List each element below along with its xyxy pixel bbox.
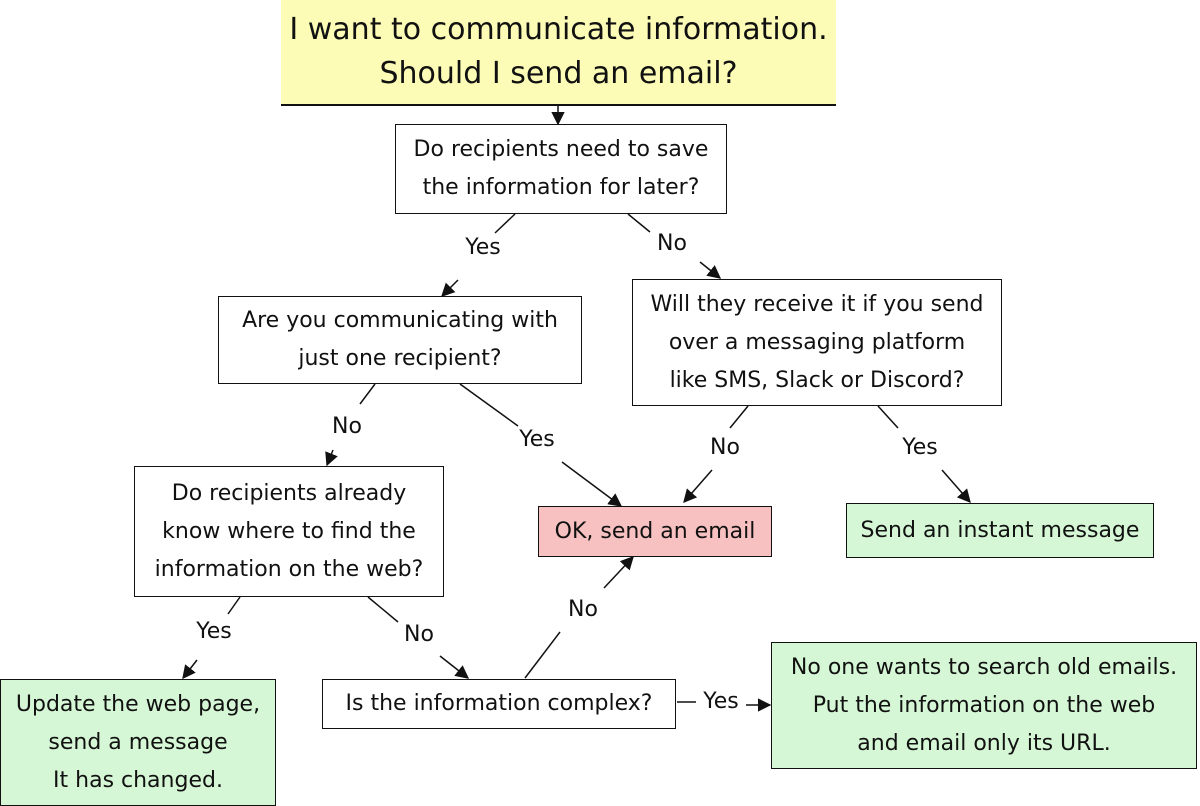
node-send-email: OK, send an email [538,506,772,557]
node-complex: Is the information complex? [322,679,676,729]
node-line: Is the information complex? [345,691,653,716]
edge-label-save-yes: Yes [465,235,501,260]
node-line: know where to find the [162,518,416,544]
edge-one-no-arrow [325,449,338,467]
edge-label-msg-no: No [710,435,740,460]
node-line: Do recipients already [171,480,407,506]
node-line: the information for later? [422,175,700,200]
node-know-where-web: Do recipients already know where to find… [134,466,444,597]
edge-one-yes-arrow [561,461,623,507]
edge-label-complex-yes: Yes [703,689,739,714]
edge-one-no [359,383,376,405]
edge-web-yes [227,596,241,615]
node-save-for-later: Do recipients need to save the informati… [395,124,727,214]
node-line: Are you communicating with [242,308,558,333]
node-messaging-platform: Will they receive it if you send over a … [632,279,1002,406]
edge-label-save-no: No [657,231,687,256]
edge-label-web-yes: Yes [196,619,232,644]
node-update-web: Update the web page, send a message It h… [0,679,276,806]
node-line: send a message [48,729,228,755]
node-put-on-web: No one wants to search old emails. Put t… [771,642,1197,769]
title-line-1: I want to communicate information. [289,12,828,47]
edge-msg-yes-arrow [941,469,971,504]
node-line: information on the web? [154,556,424,582]
edge-save-no-arrow [699,261,722,279]
edge-one-yes [459,383,519,427]
edge-web-no-arrow [439,655,470,679]
edge-msg-no-arrow [683,469,713,504]
node-line: just one recipient? [298,346,502,371]
edge-web-no [367,596,399,623]
node-line: and email only its URL. [857,730,1111,756]
edge-save-yes [494,213,516,234]
node-line: Send an instant message [860,517,1140,543]
node-line: No one wants to search old emails. [790,654,1178,680]
edge-label-msg-yes: Yes [902,435,938,460]
edge-msg-no [729,405,749,429]
node-line: Put the information on the web [812,692,1156,718]
edge-complex-no [524,631,561,679]
node-line: Will they receive it if you send [650,291,984,317]
edge-label-one-yes: Yes [519,427,555,452]
node-line: It has changed. [53,767,223,793]
node-line: OK, send an email [554,518,756,544]
node-instant-message: Send an instant message [846,503,1154,558]
node-line: Do recipients need to save [413,137,709,162]
node-one-recipient: Are you communicating with just one reci… [218,296,582,384]
node-line: Update the web page, [15,691,261,717]
edge-save-yes-arrow [441,279,459,297]
edge-save-no [627,213,651,233]
edge-complex-no-arrow [603,556,634,589]
node-line: like SMS, Slack or Discord? [669,367,965,393]
edge-label-complex-no: No [568,597,598,622]
title-line-2: Should I send an email? [379,56,738,91]
edge-label-one-no: No [332,414,362,439]
title-box: I want to communicate information. Shoul… [281,0,836,106]
node-line: over a messaging platform [668,329,966,355]
edge-web-yes-arrow [182,659,198,680]
edge-msg-yes [877,405,899,429]
edge-label-web-no: No [404,622,434,647]
